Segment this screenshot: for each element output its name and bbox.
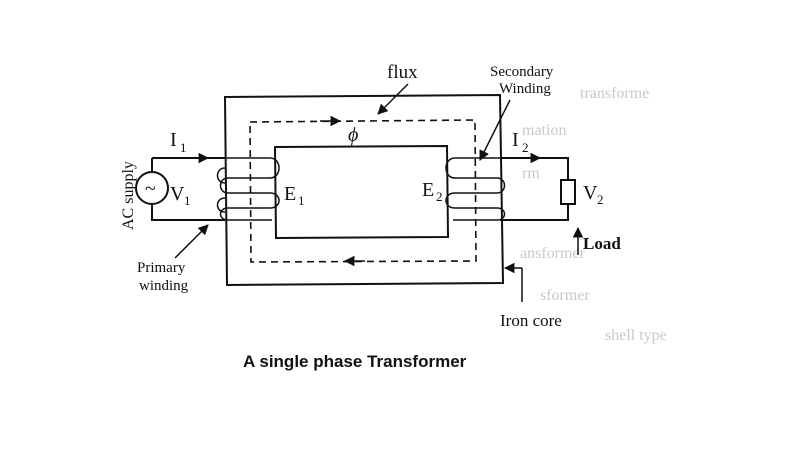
bleed-text: transforme (580, 85, 649, 102)
secondary-winding-label-line1: Secondary (490, 64, 554, 80)
secondary-winding-label-line2: Winding (499, 81, 551, 97)
i2-subscript: 2 (522, 140, 529, 155)
ac-source-circle (135, 171, 169, 205)
primary-winding-pointer (174, 224, 209, 259)
secondary-winding-pointer (479, 99, 511, 161)
primary-winding-label-line1: Primary (137, 260, 186, 276)
flux-pointer-arrow (377, 83, 409, 115)
load-resistor (560, 179, 576, 205)
diagram-caption: A single phase Transformer (243, 352, 467, 371)
bleed-text: sformer (540, 287, 590, 304)
v2-label: V (583, 182, 598, 204)
v1-subscript: 1 (184, 193, 191, 208)
flux-label: flux (387, 62, 418, 83)
secondary-wire-bottom (500, 204, 569, 221)
bleed-text: ansformer (520, 245, 586, 262)
ac-supply-label: AC supply (120, 161, 137, 230)
i1-subscript: 1 (180, 140, 187, 155)
e2-subscript: 2 (436, 189, 443, 204)
v2-subscript: 2 (597, 192, 604, 207)
primary-wire-left-bottom (151, 205, 225, 221)
iron-core-window (273, 144, 450, 240)
load-label: Load (583, 234, 621, 253)
secondary-winding (445, 157, 506, 221)
iron-core-label: Iron core (500, 311, 562, 330)
v1-label: V (170, 183, 185, 205)
i1-label: I (170, 129, 177, 151)
iron-core-outer (223, 93, 505, 287)
ac-source-symbol: ~ (145, 178, 156, 200)
phi-label: ϕ (348, 124, 358, 146)
bleed-text: mation (522, 122, 566, 139)
primary-winding-label-line2: winding (139, 278, 189, 294)
bleed-text: rm (522, 165, 540, 182)
e1-subscript: 1 (298, 193, 305, 208)
e2-label: E (422, 179, 434, 201)
flux-path (249, 119, 477, 263)
bleed-through-text: transforme mation rm ansformer sformer s… (520, 85, 667, 344)
i2-label: I (512, 129, 519, 151)
e1-label: E (284, 183, 296, 205)
primary-winding (216, 157, 280, 221)
bleed-text: shell type (605, 327, 667, 344)
